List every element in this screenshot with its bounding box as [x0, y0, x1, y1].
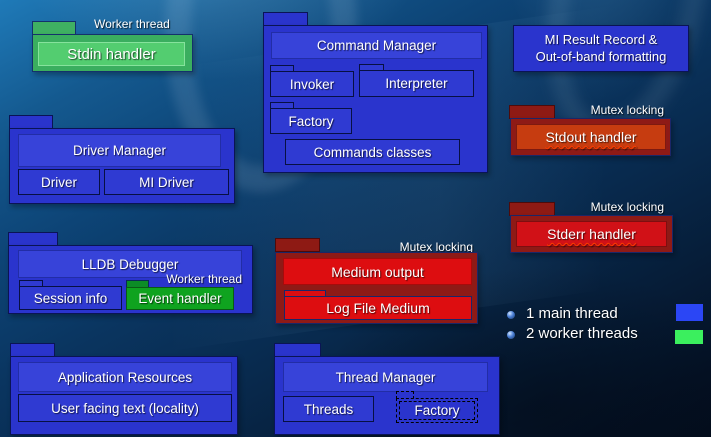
legend-main-thread-label: 1 main thread — [526, 305, 618, 322]
legend-worker-threads-swatch — [675, 330, 703, 344]
mi-result-record-box: MI Result Record & Out-of-band formattin… — [513, 25, 689, 72]
command-manager-folder-tab — [263, 12, 308, 26]
lldb-worker-thread-label: Worker thread — [166, 272, 242, 286]
mi-result-line2: Out-of-band formatting — [535, 48, 667, 64]
log-file-medium-box: Log File Medium — [284, 296, 472, 320]
stdout-folder: Stdout handler — [510, 118, 671, 156]
command-manager-title: Command Manager — [271, 32, 482, 59]
legend-worker-threads-label: 2 worker threads — [526, 325, 638, 342]
stdout-handler-box: Stdout handler — [516, 124, 666, 150]
session-info-box: Session info — [19, 286, 122, 310]
stderr-handler-box: Stderr handler — [516, 221, 667, 247]
legend-worker-threads-bullet — [507, 331, 515, 339]
driver-manager-title: Driver Manager — [18, 134, 221, 167]
thread-manager-folder-tab — [274, 343, 321, 357]
interpreter-box: Interpreter — [359, 70, 474, 97]
event-handler-box: Event handler — [126, 287, 234, 310]
legend-main-thread-swatch — [676, 304, 703, 321]
stdout-mutex-label: Mutex locking — [590, 103, 664, 117]
mi-driver-box: MI Driver — [104, 169, 229, 195]
application-resources-folder-tab — [10, 343, 55, 357]
user-facing-text-box: User facing text (locality) — [18, 394, 232, 422]
factory-box: Factory — [270, 108, 352, 134]
thread-factory-box: Factory — [396, 398, 478, 423]
invoker-box: Invoker — [270, 71, 354, 97]
command-manager-folder: Command Manager Invoker Interpreter Fact… — [263, 25, 488, 173]
medium-output-title: Medium output — [283, 258, 472, 285]
lldb-debugger-title: LLDB Debugger — [18, 250, 242, 278]
thread-manager-folder: Thread Manager Threads Factory — [274, 356, 500, 435]
medium-output-folder-tab — [275, 238, 320, 252]
driver-manager-folder: Driver Manager Driver MI Driver — [9, 128, 235, 204]
stdout-folder-tab — [509, 105, 555, 119]
stdout-handler-text: Stdout handler — [545, 129, 637, 145]
stdin-handler-box: Stdin handler — [38, 42, 185, 66]
commands-classes-box: Commands classes — [285, 139, 460, 165]
stdin-folder: Stdin handler — [32, 34, 193, 72]
thread-manager-title: Thread Manager — [283, 362, 488, 392]
lldb-debugger-folder: LLDB Debugger Worker thread Session info… — [8, 245, 253, 314]
stderr-folder-tab — [509, 202, 555, 216]
mi-result-line1: MI Result Record & — [544, 32, 658, 48]
stderr-folder: Stderr handler — [510, 215, 673, 253]
driver-box: Driver — [18, 169, 100, 195]
stdin-folder-tab — [32, 21, 76, 35]
driver-manager-folder-tab — [9, 115, 53, 129]
threads-box: Threads — [283, 396, 374, 422]
application-resources-folder: Application Resources User facing text (… — [10, 356, 238, 435]
medium-mutex-label: Mutex locking — [399, 240, 473, 254]
medium-output-folder: Medium output Log File Medium — [275, 252, 478, 324]
stderr-handler-text: Stderr handler — [547, 226, 636, 242]
stdin-worker-thread-label: Worker thread — [94, 17, 170, 31]
stderr-mutex-label: Mutex locking — [590, 200, 664, 214]
lldb-debugger-folder-tab — [8, 232, 58, 246]
application-resources-title: Application Resources — [18, 362, 232, 392]
legend-bullet-main-thread — [507, 311, 515, 319]
